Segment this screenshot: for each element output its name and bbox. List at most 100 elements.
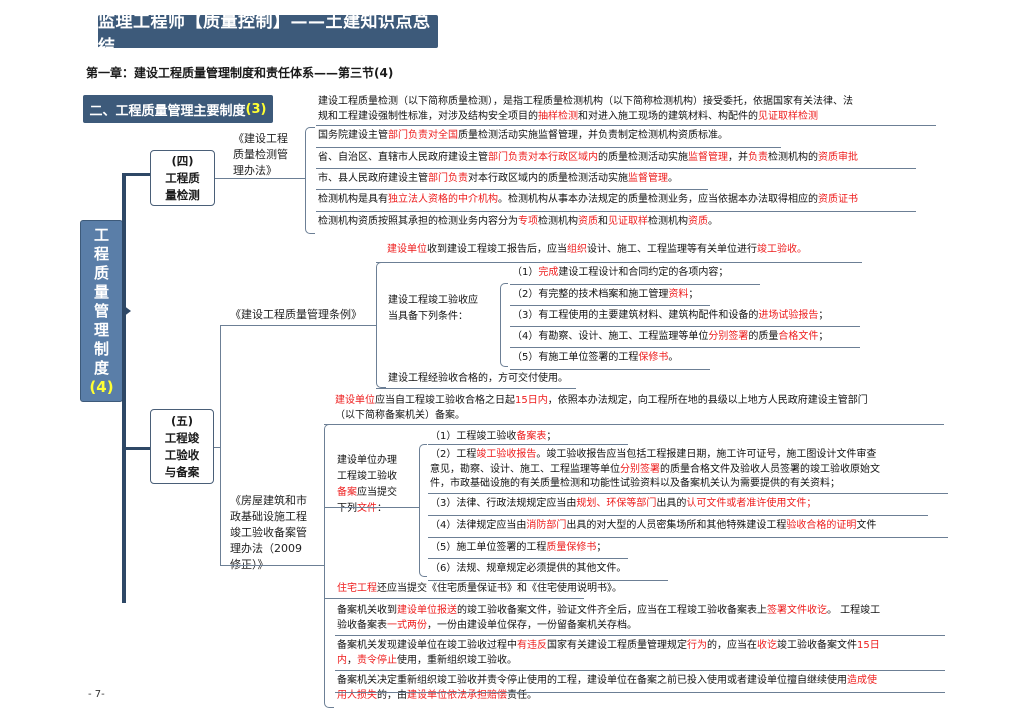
text-segment: 检测机构: [538, 216, 578, 227]
text-segment: 。竣工验收报告应当包括工程报建日期，施工许可证号，施工图设计文件审查: [536, 449, 877, 460]
node-label-line: 与备案: [164, 464, 200, 479]
text-segment: 。: [668, 173, 678, 184]
text-segment: ，并: [728, 152, 748, 163]
text-segment: 市、县人民政府建设主管: [318, 173, 428, 184]
node-label-line: (四): [171, 153, 194, 168]
text-segment: 。检测机构从事本办法规定的质量检测业务，应当依据本办法取得相应的: [498, 194, 818, 205]
filing-record: 备案机关发现建设单位在竣工验收过程中有违反国家有关建设工程质量管理规定行为的，应…: [337, 639, 880, 668]
text-segment: 检测机构的: [768, 152, 818, 163]
text-segment: 应当提交: [357, 487, 397, 498]
highlight-text: 备案: [337, 487, 357, 498]
text-segment: 的质量检测活动实施: [598, 152, 688, 163]
highlight-text: 一式两份: [387, 619, 427, 631]
inspection-item: 国务院建设主管部门负责对全国质量检测活动实施监督管理，并负责制定检测机构资质标准…: [318, 129, 728, 144]
item-underline: [428, 580, 668, 581]
condition-item: （5）有施工单位签署的工程保修书。: [512, 351, 678, 366]
item-underline: [510, 284, 760, 285]
highlight-text: 抽样检测: [538, 110, 578, 122]
document-item: （5）施工单位签署的工程质量保修书；: [430, 541, 940, 556]
text-segment: ；: [688, 289, 699, 300]
root-char: 程: [93, 244, 109, 263]
root-char: 理: [93, 320, 109, 339]
filing-intro: 建设单位应当自工程竣工验收合格之日起15日内，依照本办法规定，向工程所在地的县级…: [335, 394, 868, 423]
item-underline: [428, 444, 628, 445]
law-title-line: 《建设工程: [233, 132, 288, 145]
text-segment: 下列: [337, 503, 357, 514]
root-arrow-connector: [123, 305, 131, 317]
connector-node5-law: [214, 447, 220, 448]
underline-regulation-intro: [376, 262, 862, 263]
highlight-text: 资质审批: [818, 152, 858, 163]
text-segment: ，依照本办法规定，向工程所在地的县级以上地方人民政府建设主管部门: [547, 395, 868, 406]
text-segment: ；: [596, 542, 607, 553]
highlight-text: 住宅工程: [337, 583, 377, 594]
inspection-item: 市、县人民政府建设主管部门负责对本行政区域内的质量检测活动实施监督管理。: [318, 172, 678, 187]
text-segment: 责任。: [507, 689, 537, 701]
conditions-label-line: 当具备下列条件：: [388, 311, 468, 322]
item-underline: [316, 147, 781, 148]
highlight-text: 认可文件或者准许使用文件；: [686, 498, 817, 509]
page-number: - 7-: [88, 689, 105, 700]
text-segment: 出具的: [656, 498, 687, 509]
text-segment: 备案机关决定重新组织竣工验收并责令停止使用的工程，建设单位在备案之前已投入使用或…: [337, 675, 847, 686]
condition-item: （4）有勘察、设计、施工、工程监理等单位分别签署的质量合格文件；: [512, 330, 828, 345]
text-segment: （5）施工单位签署的工程: [430, 542, 547, 553]
text-segment: ，: [347, 654, 357, 666]
root-node-number: (4): [89, 377, 114, 396]
root-char: 工: [93, 225, 109, 244]
highlight-text: 组织: [567, 244, 587, 255]
highlight-text: 见证取样: [608, 216, 648, 227]
item-underline: [510, 326, 860, 327]
text-segment: （6）法规、规章规定必须提供的其他文件。: [430, 563, 627, 574]
text-segment: 规和工程建设强制性标准，对涉及结构安全项目的: [318, 110, 538, 122]
conditions-label-line: 建设工程竣工验收应: [388, 295, 478, 306]
connector-documents: [324, 507, 419, 508]
connector-regulation-vertical: [220, 325, 221, 565]
highlight-text: 合格文件: [778, 331, 819, 342]
bracket-regulation: [376, 262, 386, 388]
highlight-text: 责令停止: [357, 654, 397, 666]
underline-filing-intro: [324, 424, 944, 425]
text-segment: ；: [818, 331, 829, 342]
text-segment: 的，由: [377, 689, 407, 701]
text-segment: 出具的对大型的人员密集场所和其他特殊建设工程: [566, 520, 787, 531]
item-underline: [510, 305, 710, 306]
highlight-text: 签署文件收讫: [767, 605, 827, 616]
inspection-item: 检测机构是具有独立法人资格的中介机构。检测机构从事本办法规定的质量检测业务，应当…: [318, 193, 858, 208]
bracket-node5-items: [324, 424, 334, 708]
highlight-text: 建设单位: [335, 395, 375, 406]
page-title-banner: 监理工程师【质量控制】——土建知识点总结: [98, 12, 438, 57]
inspection-item: 建设工程质量检测（以下简称质量检测），是指工程质量检测机构（以下简称检测机构）接…: [318, 95, 853, 124]
law-title-line: 《房屋建筑和市: [230, 494, 307, 507]
text-segment: （2）有完整的技术档案和施工管理: [512, 289, 669, 300]
text-segment: 检测机构资质按照其承担的检测业务内容分为: [318, 216, 518, 227]
document-item: （3）法律、行政法规规定应当由规划、环保等部门出具的认可文件或者准许使用文件；: [430, 497, 940, 512]
item-underline: [428, 493, 948, 494]
document-item: （4）法律规定应当由消防部门出具的对大型的人员密集场所和其他特殊建设工程验收合格…: [430, 519, 940, 534]
text-segment: （4）法律规定应当由: [430, 520, 527, 531]
text-segment: 工程竣工验收: [337, 471, 397, 482]
node-quality-inspection: (四)工程质量检测: [150, 150, 215, 206]
text-segment: 建设工程设计和合同约定的各项内容；: [558, 267, 729, 278]
documents-label: 建设单位办理工程竣工验收备案应当提交下列文件：: [337, 453, 397, 517]
connector-regulation-horizontal: [220, 325, 376, 326]
page-title: 监理工程师【质量控制】——土建知识点总结: [98, 11, 431, 57]
item-underline: [428, 537, 948, 538]
highlight-text: 建设单位: [387, 244, 427, 255]
connector-law4: [215, 178, 305, 179]
residential-note: 住宅工程还应当提交《住宅质量保证书》和《住宅使用说明书》。: [337, 582, 622, 597]
root-char: 制: [93, 339, 109, 358]
highlight-text: 文件: [357, 503, 377, 514]
highlight-text: 部门负责: [428, 173, 468, 184]
highlight-text: 消防部门: [526, 520, 567, 531]
text-segment: （2）工程: [430, 449, 477, 460]
highlight-text: 内: [337, 654, 347, 666]
text-segment: 文件: [856, 520, 877, 531]
text-segment: 国家有关建设工程质量管理规定: [547, 640, 687, 651]
highlight-text: 有违反: [517, 640, 547, 651]
document-item: （2）工程竣工验收报告。竣工验收报告应当包括工程报建日期，施工许可证号，施工图设…: [430, 448, 940, 492]
highlight-text: 分别签署: [620, 463, 660, 475]
section-label: 二、工程质量管理主要制度: [89, 103, 246, 119]
highlight-text: 建设单位报送: [397, 605, 457, 616]
inspection-item: 检测机构资质按照其承担的检测业务内容分为专项检测机构资质和见证取样检测机构资质。: [318, 215, 718, 230]
